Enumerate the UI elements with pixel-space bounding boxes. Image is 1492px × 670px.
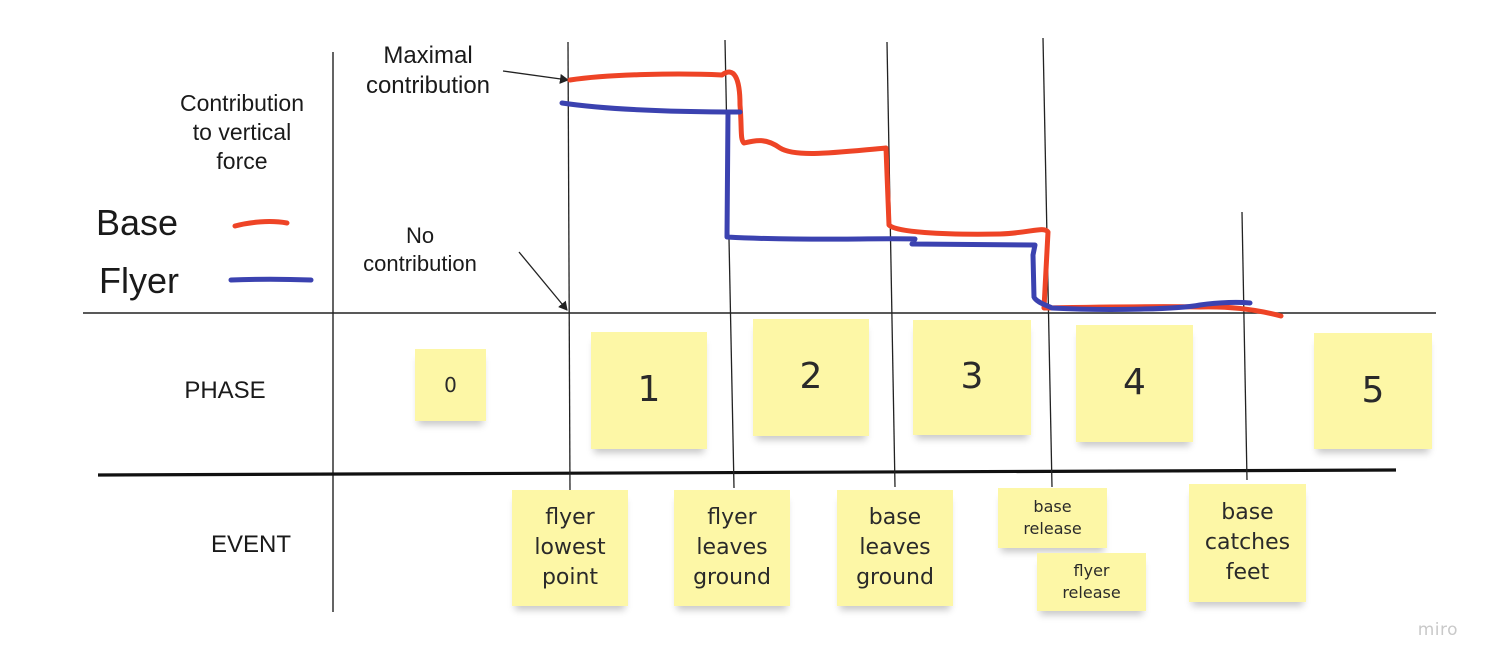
divider-base-leaves (886, 41, 896, 488)
base-contribution-curve (567, 69, 1284, 319)
y-axis-label: Contribution to vertical force (179, 90, 305, 174)
event-note-flyer-release: flyer release (1037, 553, 1146, 611)
event-note-base-leaves-ground-text: base leaves ground (856, 505, 934, 590)
phase-note-4: 4 (1076, 325, 1193, 442)
legend-base-label: Base (96, 202, 179, 243)
maximal-contribution-label: Maximal contribution (365, 42, 491, 99)
event-note-base-catches-feet-text: base catches feet (1204, 500, 1291, 585)
event-note-base-leaves-ground: base leaves ground (837, 490, 953, 606)
miro-watermark: miro (1417, 620, 1458, 640)
phase-row-label: PHASE (184, 377, 266, 404)
event-note-base-catches-feet: base catches feet (1189, 484, 1306, 602)
event-note-flyer-lowest-point-text: flyer lowest point (534, 505, 606, 590)
phase-note-2: 2 (753, 319, 869, 436)
phase-note-1: 1 (591, 332, 707, 449)
no-contribution-arrow (518, 251, 568, 311)
phase-note-5: 5 (1314, 333, 1432, 449)
phase-note-3-text: 3 (960, 356, 984, 398)
event-note-flyer-leaves-ground: flyer leaves ground (674, 490, 790, 606)
event-note-flyer-leaves-ground-text: flyer leaves ground (693, 505, 771, 590)
event-row-label: EVENT (210, 531, 291, 558)
event-note-flyer-lowest-point: flyer lowest point (512, 490, 628, 606)
phase-note-0: 0 (415, 349, 486, 421)
divider-catches (1241, 211, 1248, 481)
phase-note-3: 3 (913, 320, 1031, 435)
legend-flyer-swatch (228, 276, 314, 283)
divider-flyer-leaves (724, 39, 735, 489)
event-note-base-release-text: base release (1023, 497, 1082, 538)
event-note-base-release: base release (998, 488, 1107, 548)
phase-note-4-text: 4 (1123, 362, 1146, 404)
phase-note-5-text: 5 (1361, 369, 1385, 411)
maximal-arrow (502, 70, 569, 84)
legend-base-swatch (232, 219, 290, 229)
phase-note-2-text: 2 (799, 356, 823, 398)
phase-note-0-text: 0 (444, 372, 457, 397)
event-note-flyer-release-text: flyer release (1062, 561, 1121, 602)
phase-event-divider (97, 468, 1397, 477)
phase-note-1-text: 1 (637, 369, 661, 411)
flyer-contribution-curve (559, 100, 1253, 312)
divider-flyer-lowest (567, 41, 571, 493)
legend-flyer-label: Flyer (99, 260, 179, 301)
no-contribution-label: No contribution (363, 223, 477, 276)
